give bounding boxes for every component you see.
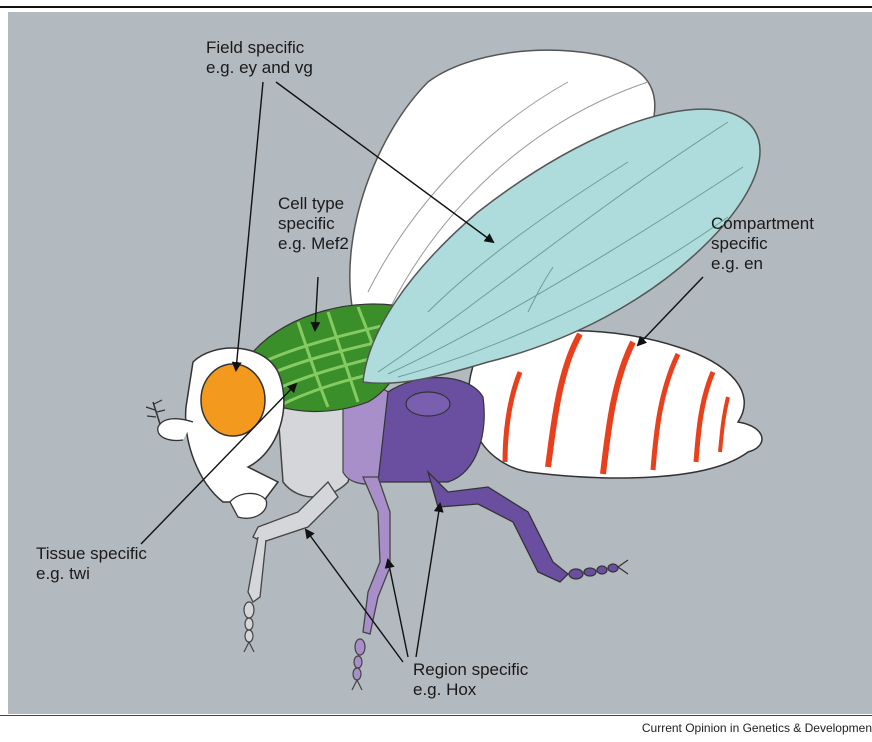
fly-illustration	[8, 12, 872, 714]
label-compartment-specific: Compartment specific e.g. en	[711, 214, 814, 274]
label-region-specific: Region specific e.g. Hox	[413, 660, 528, 700]
label-field-specific: Field specific e.g. ey and vg	[206, 38, 313, 78]
journal-credit: Current Opinion in Genetics & Developmen	[642, 721, 872, 735]
label-cell-type-specific: Cell type specific e.g. Mef2	[278, 194, 349, 254]
hind-leg	[428, 472, 568, 582]
top-rule	[0, 6, 872, 8]
figure-panel: Field specific e.g. ey and vg Cell type …	[8, 12, 872, 714]
footer-rule	[0, 715, 872, 716]
arrow-region-to-middle-leg	[388, 560, 408, 657]
middle-leg	[363, 477, 390, 634]
label-tissue-specific: Tissue specific e.g. twi	[36, 544, 147, 584]
arrow-region-to-hind-leg	[416, 504, 440, 657]
arrow-field-to-eye	[236, 82, 263, 370]
